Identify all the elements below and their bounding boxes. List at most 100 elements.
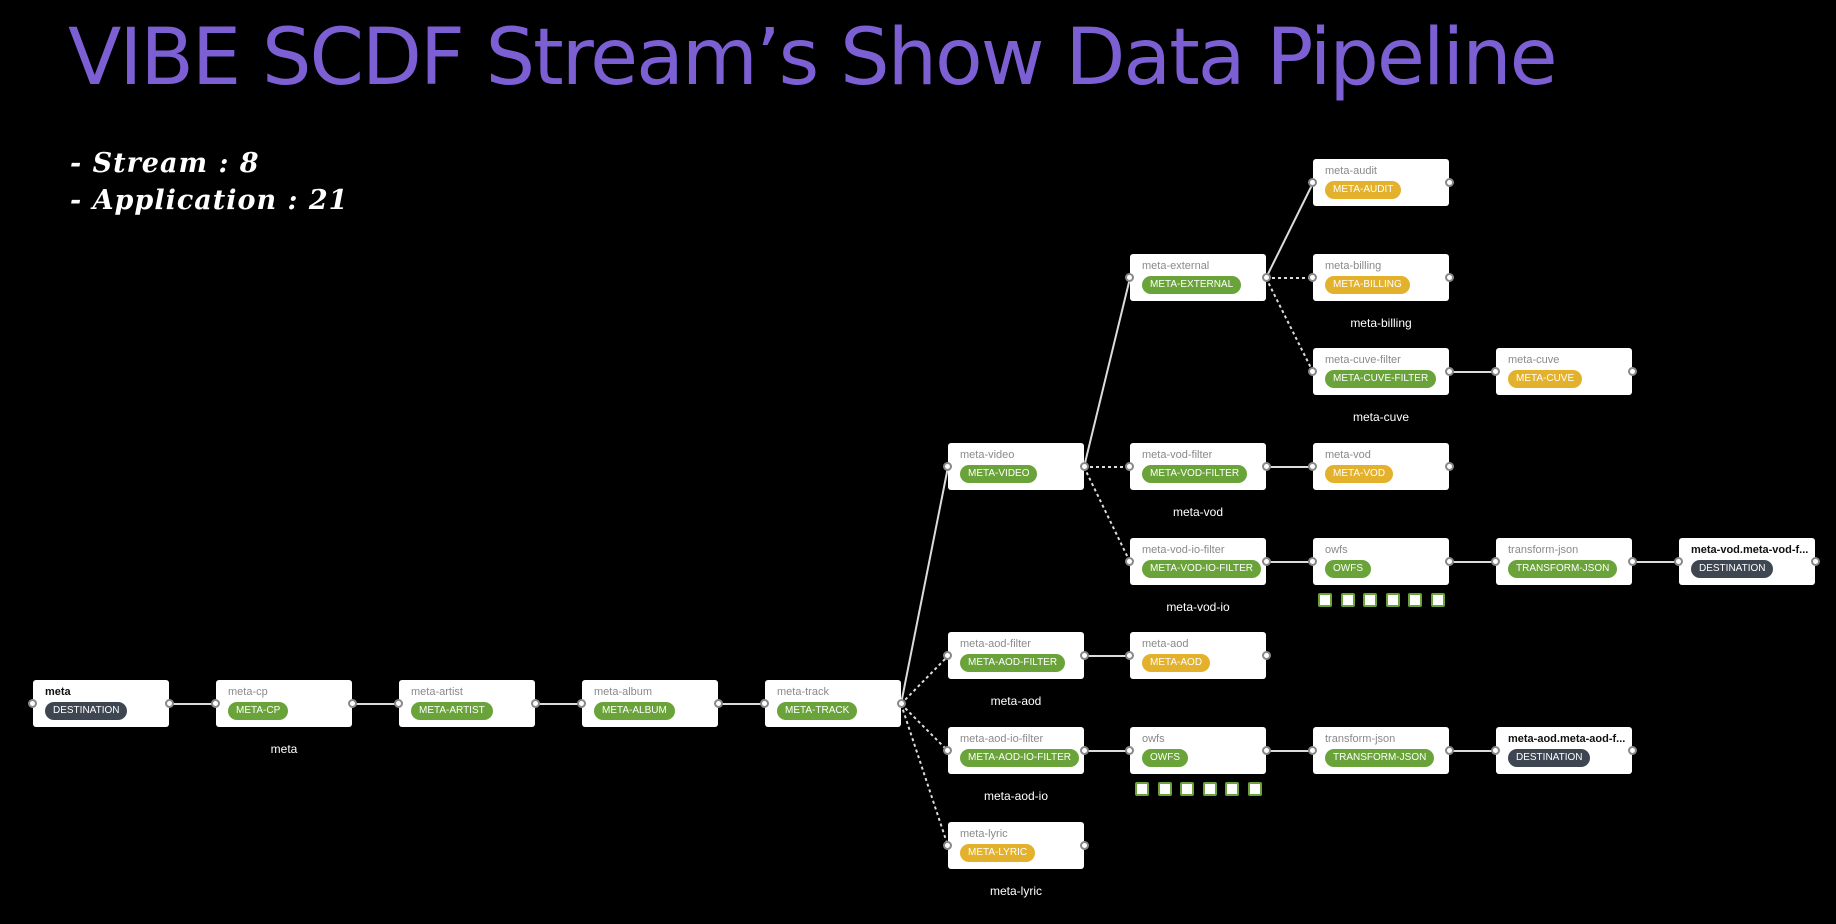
output-port[interactable] [1445, 557, 1454, 566]
app-type-badge: META-VOD-IO-FILTER [1142, 560, 1261, 578]
input-port[interactable] [1308, 462, 1317, 471]
output-port[interactable] [1445, 273, 1454, 282]
instance-indicator[interactable] [1408, 593, 1423, 607]
app-node-name: meta-artist [411, 686, 463, 698]
app-node-name: meta-cuve-filter [1325, 354, 1401, 366]
output-port[interactable] [1445, 367, 1454, 376]
output-port[interactable] [1628, 557, 1637, 566]
output-port[interactable] [348, 699, 357, 708]
output-port[interactable] [1445, 746, 1454, 755]
input-port[interactable] [1125, 651, 1134, 660]
input-port[interactable] [1491, 746, 1500, 755]
output-port[interactable] [1445, 178, 1454, 187]
output-port[interactable] [1262, 557, 1271, 566]
output-port[interactable] [897, 699, 906, 708]
instance-indicator[interactable] [1225, 782, 1240, 796]
instance-indicator[interactable] [1135, 782, 1149, 796]
instance-indicator[interactable] [1431, 593, 1445, 607]
instance-indicator[interactable] [1318, 593, 1332, 607]
instance-indicator[interactable] [1385, 593, 1400, 607]
input-port[interactable] [28, 699, 37, 708]
stream-label[interactable]: meta-billing [1350, 316, 1412, 330]
input-port[interactable] [1308, 273, 1317, 282]
app-node-name: meta-vod-io-filter [1142, 544, 1225, 556]
instance-indicator[interactable] [1363, 593, 1378, 607]
output-port[interactable] [714, 699, 723, 708]
stream-label[interactable]: meta-aod [990, 694, 1042, 708]
input-port[interactable] [1125, 462, 1134, 471]
output-port[interactable] [1628, 367, 1637, 376]
output-port[interactable] [1262, 462, 1271, 471]
output-port[interactable] [1080, 746, 1089, 755]
instance-indicator[interactable] [1340, 593, 1355, 607]
instance-indicator[interactable] [1180, 782, 1195, 796]
app-node-name: meta-aod.meta-aod-f... [1508, 733, 1626, 745]
output-port[interactable] [1080, 462, 1089, 471]
input-port[interactable] [1308, 367, 1317, 376]
input-port[interactable] [1125, 746, 1134, 755]
input-port[interactable] [943, 462, 952, 471]
input-port[interactable] [1491, 557, 1500, 566]
input-port[interactable] [577, 699, 586, 708]
app-node-dest-vod[interactable]: meta-vod.meta-vod-f...DESTINATION [1674, 538, 1820, 585]
input-port[interactable] [394, 699, 403, 708]
stream-label[interactable]: meta-vod [1172, 505, 1224, 519]
input-port[interactable] [1308, 557, 1317, 566]
output-port[interactable] [1811, 557, 1820, 566]
app-node-dest-aod[interactable]: meta-aod.meta-aod-f...DESTINATION [1491, 727, 1637, 774]
output-port[interactable] [1262, 651, 1271, 660]
input-port[interactable] [1674, 557, 1683, 566]
output-port[interactable] [531, 699, 540, 708]
instance-indicator[interactable] [1202, 782, 1217, 796]
input-port[interactable] [1308, 746, 1317, 755]
edge-meta-external-to-meta-cuve-filter [1265, 277, 1314, 373]
stream-label[interactable]: meta-vod-io [1166, 600, 1230, 614]
output-port[interactable] [165, 699, 174, 708]
input-port[interactable] [943, 651, 952, 660]
input-port[interactable] [943, 841, 952, 850]
output-port[interactable] [1080, 841, 1089, 850]
stream-label[interactable]: meta [270, 742, 298, 756]
output-port[interactable] [1445, 462, 1454, 471]
output-port[interactable] [1262, 273, 1271, 282]
app-node-name: meta-aod [1142, 638, 1189, 650]
edge-meta-external-to-meta-audit [1265, 182, 1314, 279]
instance-indicator[interactable] [1157, 782, 1172, 796]
input-port[interactable] [1125, 273, 1134, 282]
output-port[interactable] [1262, 746, 1271, 755]
input-port[interactable] [1491, 367, 1500, 376]
input-port[interactable] [211, 699, 220, 708]
input-port[interactable] [943, 746, 952, 755]
instance-indicator[interactable] [1248, 782, 1262, 796]
stream-label[interactable]: meta-lyric [989, 884, 1042, 898]
stream-label[interactable]: meta-cuve [1352, 410, 1410, 424]
input-port[interactable] [1125, 557, 1134, 566]
output-port[interactable] [1628, 746, 1637, 755]
input-port[interactable] [760, 699, 769, 708]
output-port[interactable] [1080, 651, 1089, 660]
stream-label[interactable]: meta-aod-io [983, 789, 1049, 803]
input-port[interactable] [1308, 178, 1317, 187]
